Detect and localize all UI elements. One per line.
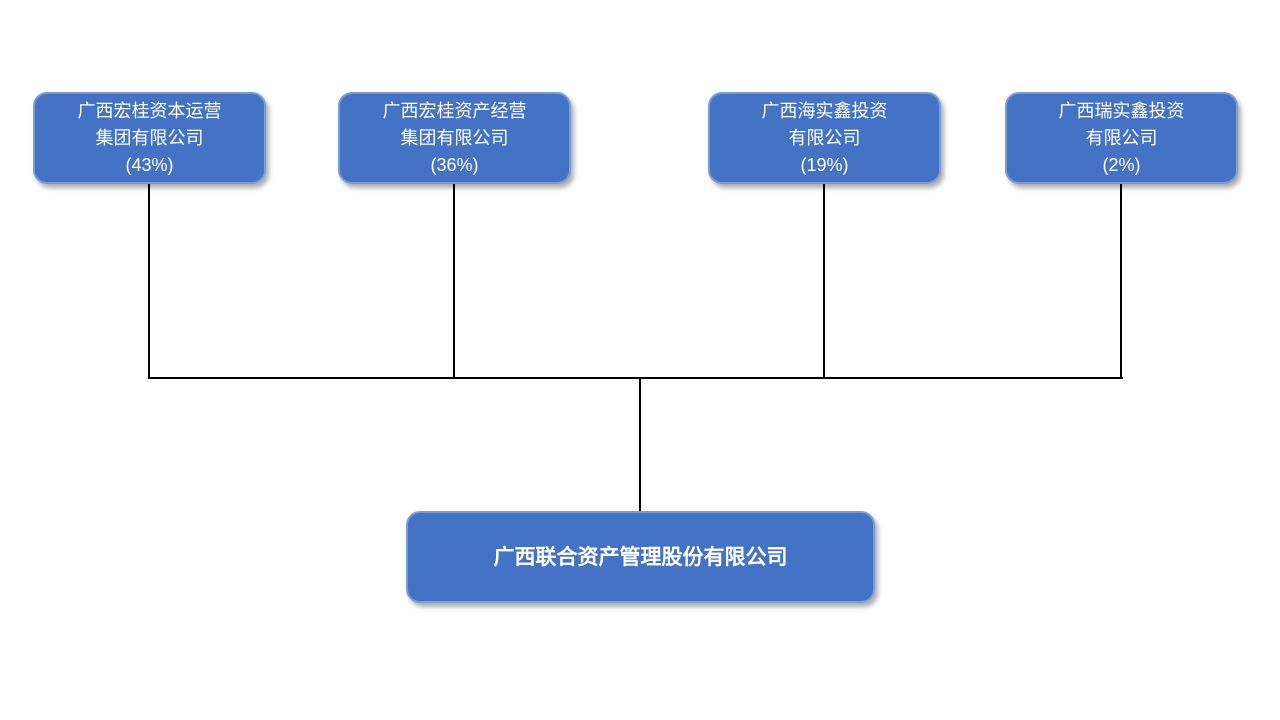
shareholder-name-line2: 集团有限公司 [400, 127, 509, 148]
shareholder-name-line1: 广西瑞实鑫投资 [1058, 100, 1185, 121]
shareholder-box-2: 广西宏桂资产经营 集团有限公司 (36%) [338, 92, 571, 184]
shareholder-box-4: 广西瑞实鑫投资 有限公司 (2%) [1005, 92, 1238, 184]
shareholder-name-line2: 集团有限公司 [95, 127, 204, 148]
company-box: 广西联合资产管理股份有限公司 [406, 511, 875, 603]
connector-drop-line-2 [453, 184, 455, 378]
shareholder-box-1: 广西宏桂资本运营 集团有限公司 (43%) [33, 92, 266, 184]
company-name: 广西联合资产管理股份有限公司 [493, 545, 788, 569]
shareholder-percent: (43%) [125, 154, 174, 175]
shareholder-name-line2: 有限公司 [788, 127, 861, 148]
connector-junction-bar [148, 377, 1123, 379]
connector-trunk-line [639, 377, 641, 511]
shareholder-percent: (2%) [1102, 154, 1141, 175]
connector-drop-line-4 [1120, 184, 1122, 378]
shareholder-percent: (36%) [430, 154, 479, 175]
shareholder-name-line1: 广西海实鑫投资 [761, 100, 888, 121]
shareholder-box-3: 广西海实鑫投资 有限公司 (19%) [708, 92, 941, 184]
shareholder-name-line2: 有限公司 [1085, 127, 1158, 148]
connector-drop-line-3 [823, 184, 825, 378]
shareholder-name-line1: 广西宏桂资本运营 [77, 100, 222, 121]
connector-drop-line-1 [148, 184, 150, 378]
shareholder-percent: (19%) [800, 154, 849, 175]
shareholder-name-line1: 广西宏桂资产经营 [382, 100, 527, 121]
